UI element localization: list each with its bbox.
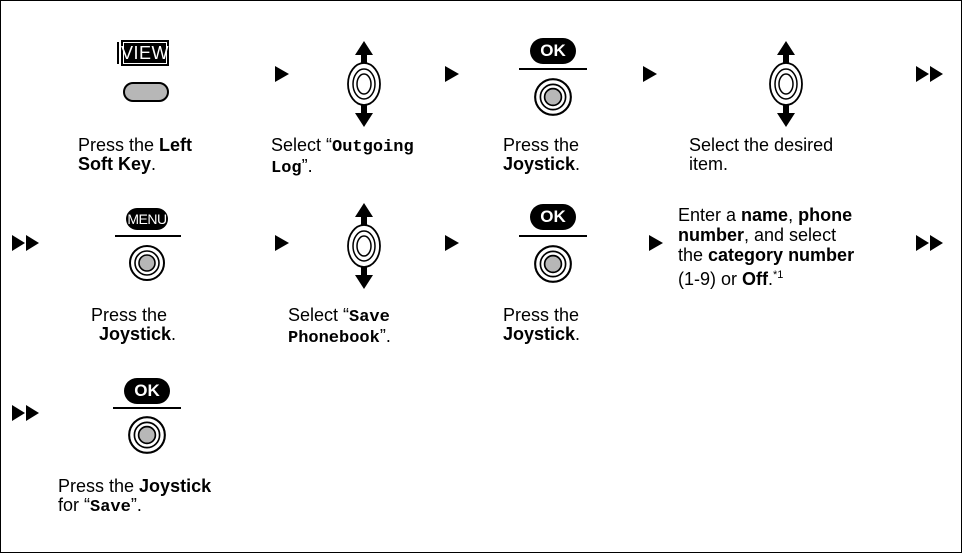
step7-caption: Press the Joystick. xyxy=(503,305,581,344)
joystick-up-down-icon xyxy=(764,39,808,129)
double-arrow-right-icon xyxy=(916,66,944,82)
ok-key-label: OK xyxy=(530,38,576,64)
arrow-right-icon xyxy=(445,235,459,251)
double-arrow-right-icon xyxy=(12,405,40,421)
step3-caption: Press the Joystick. xyxy=(503,135,581,174)
step2-caption: Select “Outgoing Log”. xyxy=(271,135,414,179)
double-arrow-right-icon xyxy=(916,235,944,251)
joystick-up-down-icon xyxy=(342,201,386,291)
ok-key-label: OK xyxy=(124,378,170,404)
left-soft-key-icon xyxy=(123,82,169,102)
arrow-right-icon xyxy=(445,66,459,82)
double-arrow-right-icon xyxy=(12,235,40,251)
menu-key-label: MENU xyxy=(126,208,168,230)
step1-caption: Press the Left Soft Key. xyxy=(78,135,193,174)
joystick-up-down-icon xyxy=(342,39,386,129)
arrow-right-icon xyxy=(275,66,289,82)
arrow-right-icon xyxy=(643,66,657,82)
joystick-icon xyxy=(532,76,574,118)
divider xyxy=(519,68,587,70)
view-key-label: VIEW xyxy=(117,40,169,66)
step5-caption: Press the Joystick. xyxy=(91,305,177,344)
step6-caption: Select “Save Phonebook”. xyxy=(288,305,391,349)
divider xyxy=(113,407,181,409)
step4-caption: Select the desired item. xyxy=(689,135,834,174)
divider xyxy=(115,235,181,237)
ok-key-label: OK xyxy=(530,204,576,230)
joystick-icon xyxy=(532,243,574,285)
step8-caption: Enter a name, phone number, and select t… xyxy=(678,205,855,289)
divider xyxy=(519,235,587,237)
arrow-right-icon xyxy=(275,235,289,251)
joystick-icon xyxy=(126,414,168,456)
arrow-right-icon xyxy=(649,235,663,251)
step9-caption: Press the Joystick for “Save”. xyxy=(58,476,212,518)
joystick-icon xyxy=(127,243,167,283)
